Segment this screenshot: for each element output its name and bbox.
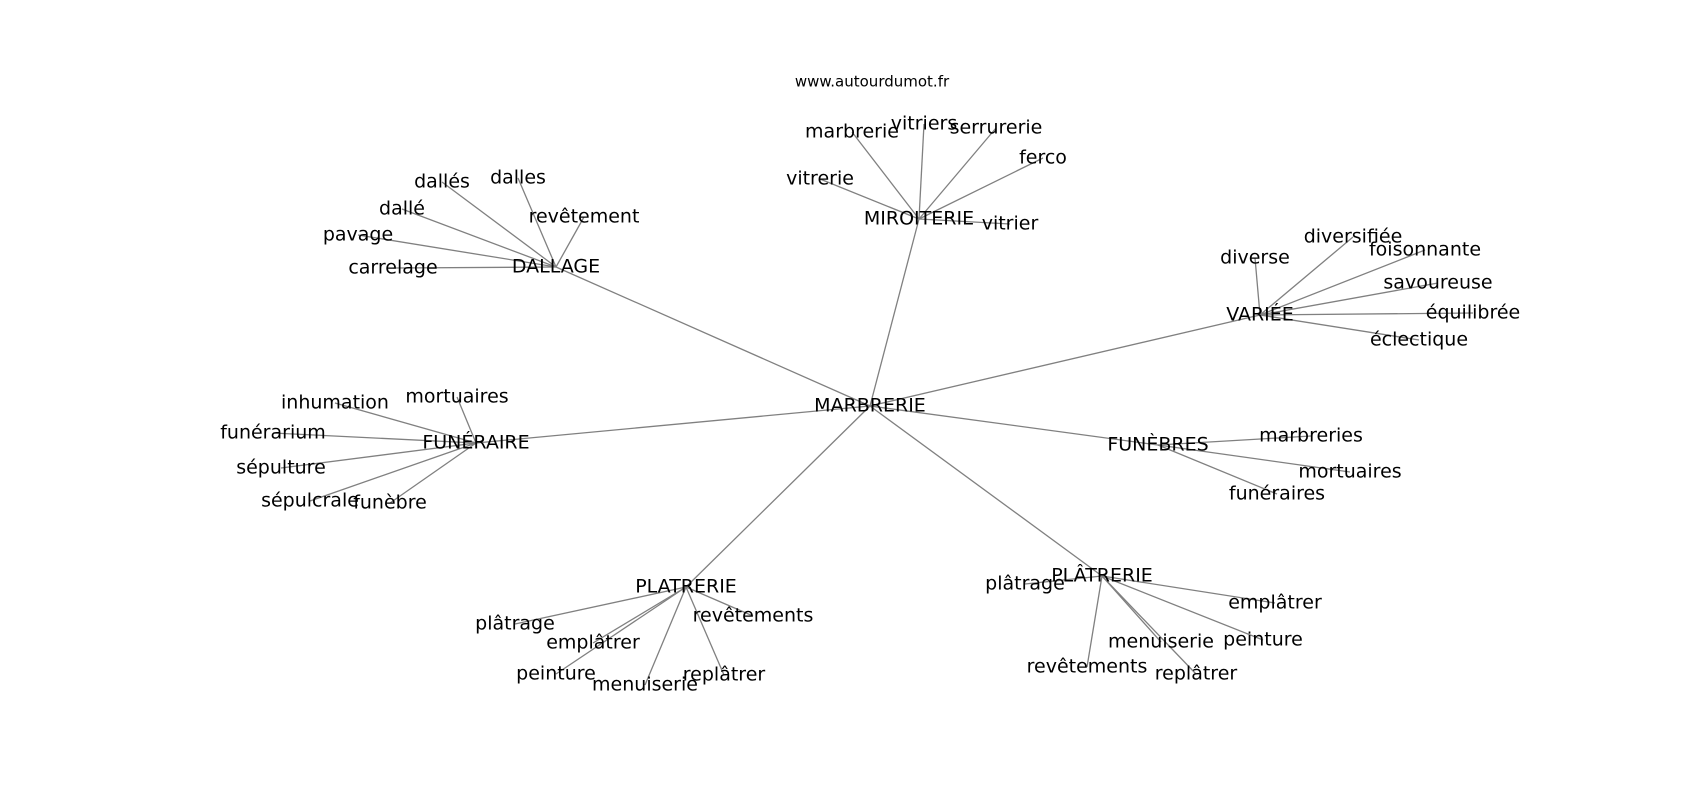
leaf-node[interactable]: diversifiée [1304, 226, 1403, 248]
leaf-node[interactable]: plâtrage [985, 573, 1065, 595]
graph-edge [1086, 575, 1103, 668]
hub-node[interactable]: PLÂTRERIE [1051, 564, 1153, 587]
graph-edge [918, 218, 1011, 225]
leaf-node[interactable]: savoureuse [1383, 272, 1492, 294]
graph-edge [1254, 257, 1261, 316]
leaf-node[interactable]: dallé [379, 198, 425, 220]
graph-edge [392, 266, 557, 269]
graph-edge [869, 314, 1261, 407]
graph-edges [272, 123, 1474, 686]
leaf-node[interactable]: peinture [1223, 629, 1303, 651]
graph-edge [869, 405, 1159, 446]
leaf-node[interactable]: éclectique [1370, 329, 1468, 351]
leaf-node[interactable]: carrelage [348, 257, 437, 279]
leaf-node[interactable]: revêtements [1027, 656, 1148, 678]
leaf-node[interactable]: sépulture [236, 457, 326, 479]
hub-node[interactable]: FUNÉRAIRE [422, 431, 529, 454]
hub-node[interactable]: PLATRERIE [635, 576, 737, 598]
graph-edge [555, 216, 585, 268]
leaf-node[interactable]: revêtements [693, 605, 814, 627]
graph-edge [685, 586, 754, 617]
leaf-node[interactable]: inhumation [281, 392, 389, 414]
graph-edge [1101, 575, 1197, 675]
graph-edge [456, 396, 477, 444]
hub-node[interactable]: MIROITERIE [864, 208, 974, 230]
leaf-node[interactable]: sépulcrale [261, 490, 359, 512]
leaf-node[interactable]: funéraires [1229, 483, 1325, 505]
graph-edge [475, 405, 871, 444]
center-node[interactable]: MARBRERIE [814, 395, 926, 417]
leaf-node[interactable]: dalles [490, 167, 546, 189]
graph-edge [1259, 236, 1354, 316]
graph-edge [517, 177, 557, 268]
leaf-node[interactable]: serrurerie [950, 117, 1043, 139]
graph-edge [1157, 435, 1312, 446]
hub-node[interactable]: FUNÈBRES [1107, 433, 1208, 456]
leaf-node[interactable]: replâtrer [1155, 663, 1238, 685]
graph-edge [1259, 282, 1439, 316]
leaf-node[interactable]: dallés [414, 171, 470, 193]
leaf-node[interactable]: funérarium [220, 422, 326, 444]
leaf-node[interactable]: mortuaires [405, 386, 508, 408]
graph-edge [685, 405, 871, 588]
graph-edge [514, 586, 687, 625]
graph-edge [1101, 575, 1276, 604]
leaf-node[interactable]: menuiserie [592, 674, 698, 696]
graph-edge [918, 157, 1044, 220]
graph-labels: www.autourdumot.fr MARBRERIE dallés dalle… [220, 73, 1520, 696]
leaf-node[interactable]: ferco [1019, 147, 1067, 169]
graph-edge [592, 586, 687, 644]
graph-edge [389, 442, 477, 504]
leaf-node[interactable]: équilibrée [1426, 302, 1520, 324]
graph-edge [1157, 444, 1278, 495]
graph-edge [1259, 312, 1474, 316]
graph-edge [1101, 575, 1264, 641]
leaf-node[interactable]: menuiserie [1108, 631, 1214, 653]
leaf-node[interactable]: emplâtrer [546, 632, 640, 654]
graph-edge [869, 218, 920, 407]
leaf-node[interactable]: foisonnante [1369, 239, 1481, 261]
graph-edge [441, 181, 557, 268]
leaf-node[interactable]: revêtement [529, 206, 640, 228]
graph-edge [272, 432, 477, 444]
graph-edge [555, 266, 871, 407]
graph-edge [869, 405, 1103, 577]
graph-edge [280, 442, 477, 469]
graph-edge [1259, 314, 1420, 341]
graph-edge [401, 208, 557, 268]
leaf-node[interactable]: vitriers [891, 113, 957, 135]
leaf-node[interactable]: marbreries [1259, 425, 1363, 447]
leaf-node[interactable]: plâtrage [475, 613, 555, 635]
graph-edge [1024, 575, 1103, 585]
graph-edge [1259, 249, 1426, 316]
leaf-node[interactable]: peinture [516, 663, 596, 685]
leaf-node[interactable]: pavage [323, 224, 393, 246]
graph-edge [1157, 444, 1351, 473]
hub-node[interactable]: VARIÉE [1226, 303, 1294, 326]
leaf-node[interactable]: emplâtrer [1228, 592, 1322, 614]
graph-edge [918, 127, 997, 220]
hub-node[interactable]: DALLAGE [512, 256, 600, 278]
graph-edge [851, 131, 920, 220]
graph-edge [819, 178, 920, 220]
graph-edge [644, 586, 687, 686]
leaf-node[interactable]: vitrier [982, 213, 1039, 235]
graph-edge [685, 586, 725, 676]
graph-edge [555, 586, 687, 675]
graph-edge [309, 442, 477, 502]
graph-edge [334, 402, 477, 444]
leaf-node[interactable]: marbrerie [805, 121, 899, 143]
leaf-node[interactable]: diverse [1220, 247, 1290, 269]
source-url[interactable]: www.autourdumot.fr [795, 73, 950, 91]
graph-edge [357, 234, 557, 268]
leaf-node[interactable]: replâtrer [683, 664, 766, 686]
leaf-node[interactable]: funèbre [353, 492, 427, 514]
graph-edge [918, 123, 925, 220]
leaf-node[interactable]: mortuaires [1298, 461, 1401, 483]
leaf-node[interactable]: vitrerie [786, 168, 854, 190]
